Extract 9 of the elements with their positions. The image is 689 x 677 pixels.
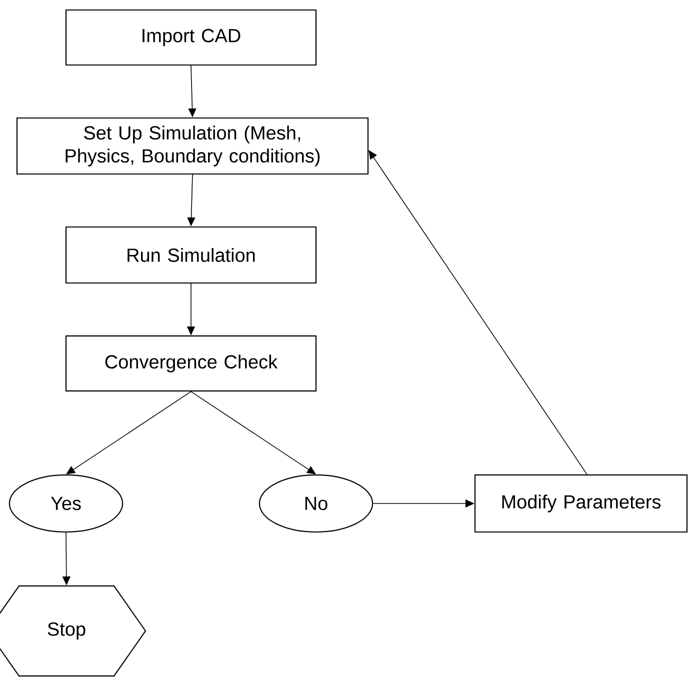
arrow [190,391,316,474]
process-box: Import CAD [65,9,317,66]
stop-hexagon: Stop [0,585,146,677]
process-box: Set Up Simulation (Mesh, Physics, Boundary conditions) [16,117,369,175]
process-box: Run Simulation [65,226,317,284]
process-box: Convergence Check [65,335,317,392]
arrow [66,391,192,474]
process-box: Modify Parameters [474,474,688,533]
arrow [368,150,588,475]
